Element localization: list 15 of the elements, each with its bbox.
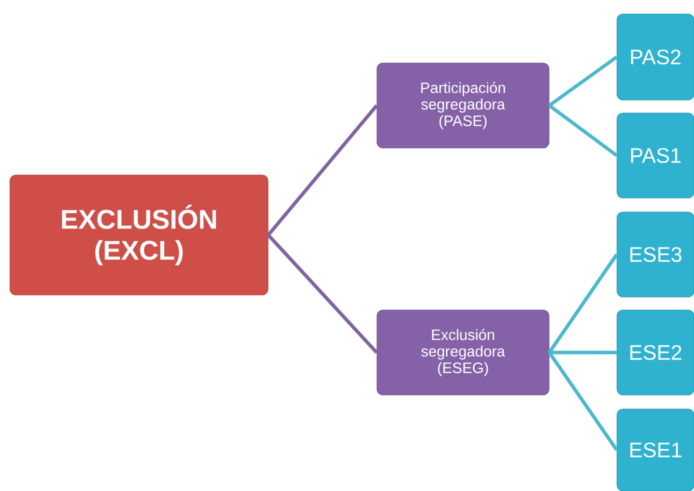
connector-line (548, 56, 618, 107)
leaf-box: ESE3 (616, 212, 694, 298)
root-box: EXCLUSIÓN (EXCL) (10, 174, 268, 296)
leaf-box: ESE1 (616, 408, 694, 491)
connector-line (266, 104, 378, 236)
leaf-box: PAS2 (616, 14, 694, 100)
connector-line (549, 350, 617, 354)
leaf-box: PAS1 (616, 112, 694, 198)
leaf-box: ESE2 (616, 310, 694, 396)
category-box: Participación segregadora (PASE) (376, 62, 550, 148)
connector-line (548, 104, 618, 157)
connector-line (548, 254, 618, 354)
category-box: Exclusión segregadora (ESEG) (376, 310, 550, 396)
connector-line (267, 234, 378, 354)
connector-line (548, 352, 618, 451)
